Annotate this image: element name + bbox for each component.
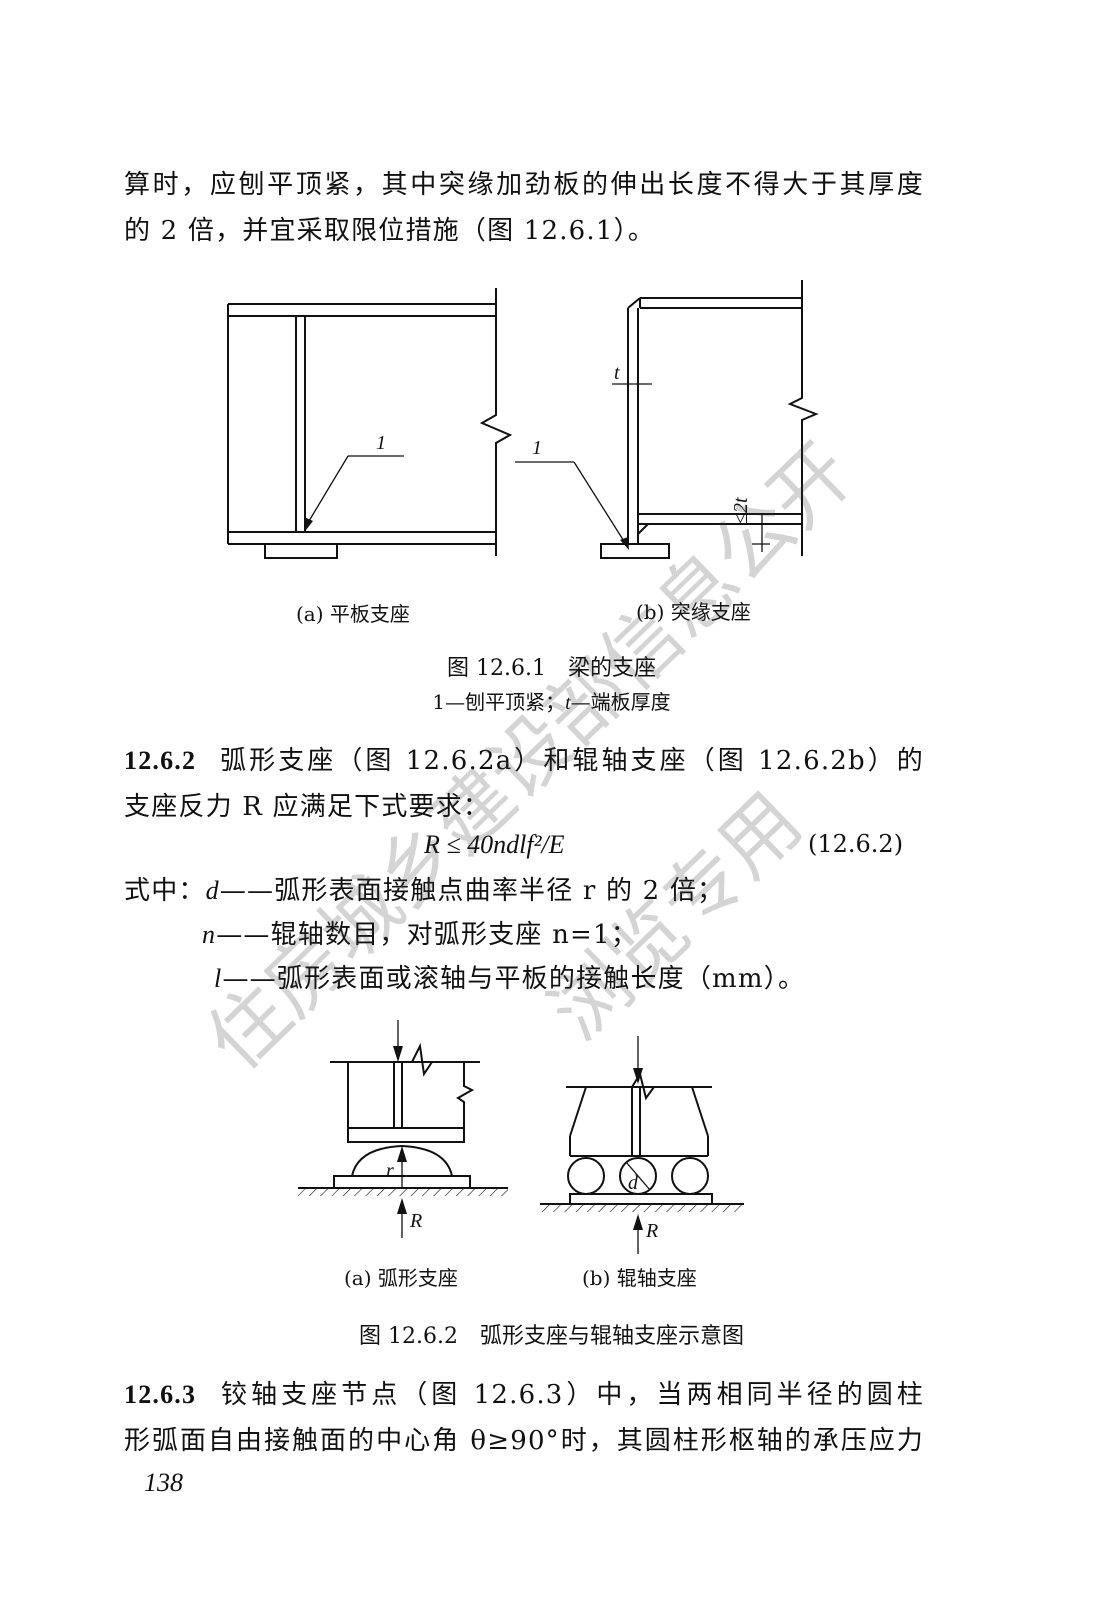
section-number: 12.6.2 [124, 746, 197, 775]
definition-l: l——弧形表面或滚轴与平板的接触长度（mm）。 [214, 964, 806, 994]
figure-2-subcaption-a: (a) 弧形支座 [344, 1266, 458, 1290]
flange-support-drawing [515, 280, 819, 559]
figure-1-subcaption-a: (a) 平板支座 [296, 602, 410, 626]
definition-n: n——辊轴数目，对弧形支座 n=1； [202, 920, 638, 950]
reaction-label: R [646, 1220, 659, 1242]
figure-1-caption: 图 12.6.1 梁的支座 [447, 656, 656, 681]
figure-2-caption: 图 12.6.2 弧形支座与辊轴支座示意图 [359, 1324, 744, 1349]
callout-label: 1 [532, 437, 542, 459]
diameter-label: d [628, 1172, 638, 1194]
arc-support-drawing [298, 1020, 508, 1238]
roller-support-drawing [540, 1036, 744, 1254]
figure-1-legend: 1—刨平顶紧；t—端板厚度 [432, 690, 671, 714]
reaction-label: R [410, 1210, 423, 1232]
radius-label: r [386, 1160, 394, 1182]
section-12-6-3-line: 形弧面自由接触面的中心角 θ≥90°时，其圆柱形枢轴的承压应力 [124, 1426, 924, 1456]
body-text-line: 算时，应刨平顶紧，其中突缘加劲板的伸出长度不得大于其厚度 [124, 170, 924, 200]
callout-label: 1 [376, 432, 386, 454]
body-text-line: 的 2 倍，并宜采取限位措施（图 12.6.1）。 [124, 216, 656, 246]
definition-d: 式中：d——弧形表面接触点曲率半径 r 的 2 倍； [124, 876, 725, 906]
thickness-dimension-label: t [614, 362, 620, 384]
page-number: 138 [144, 1468, 183, 1497]
formula-number: (12.6.2) [808, 830, 904, 858]
figure-2-subcaption-b: (b) 辊轴支座 [582, 1266, 697, 1290]
section-12-6-2-line: 支座反力 R 应满足下式要求： [124, 792, 491, 822]
section-number: 12.6.3 [124, 1380, 197, 1409]
formula: R ≤ 40ndlf²/E [424, 830, 565, 859]
flat-plate-support-drawing [227, 288, 513, 559]
figure-1-subcaption-b: (b) 突缘支座 [636, 600, 751, 624]
